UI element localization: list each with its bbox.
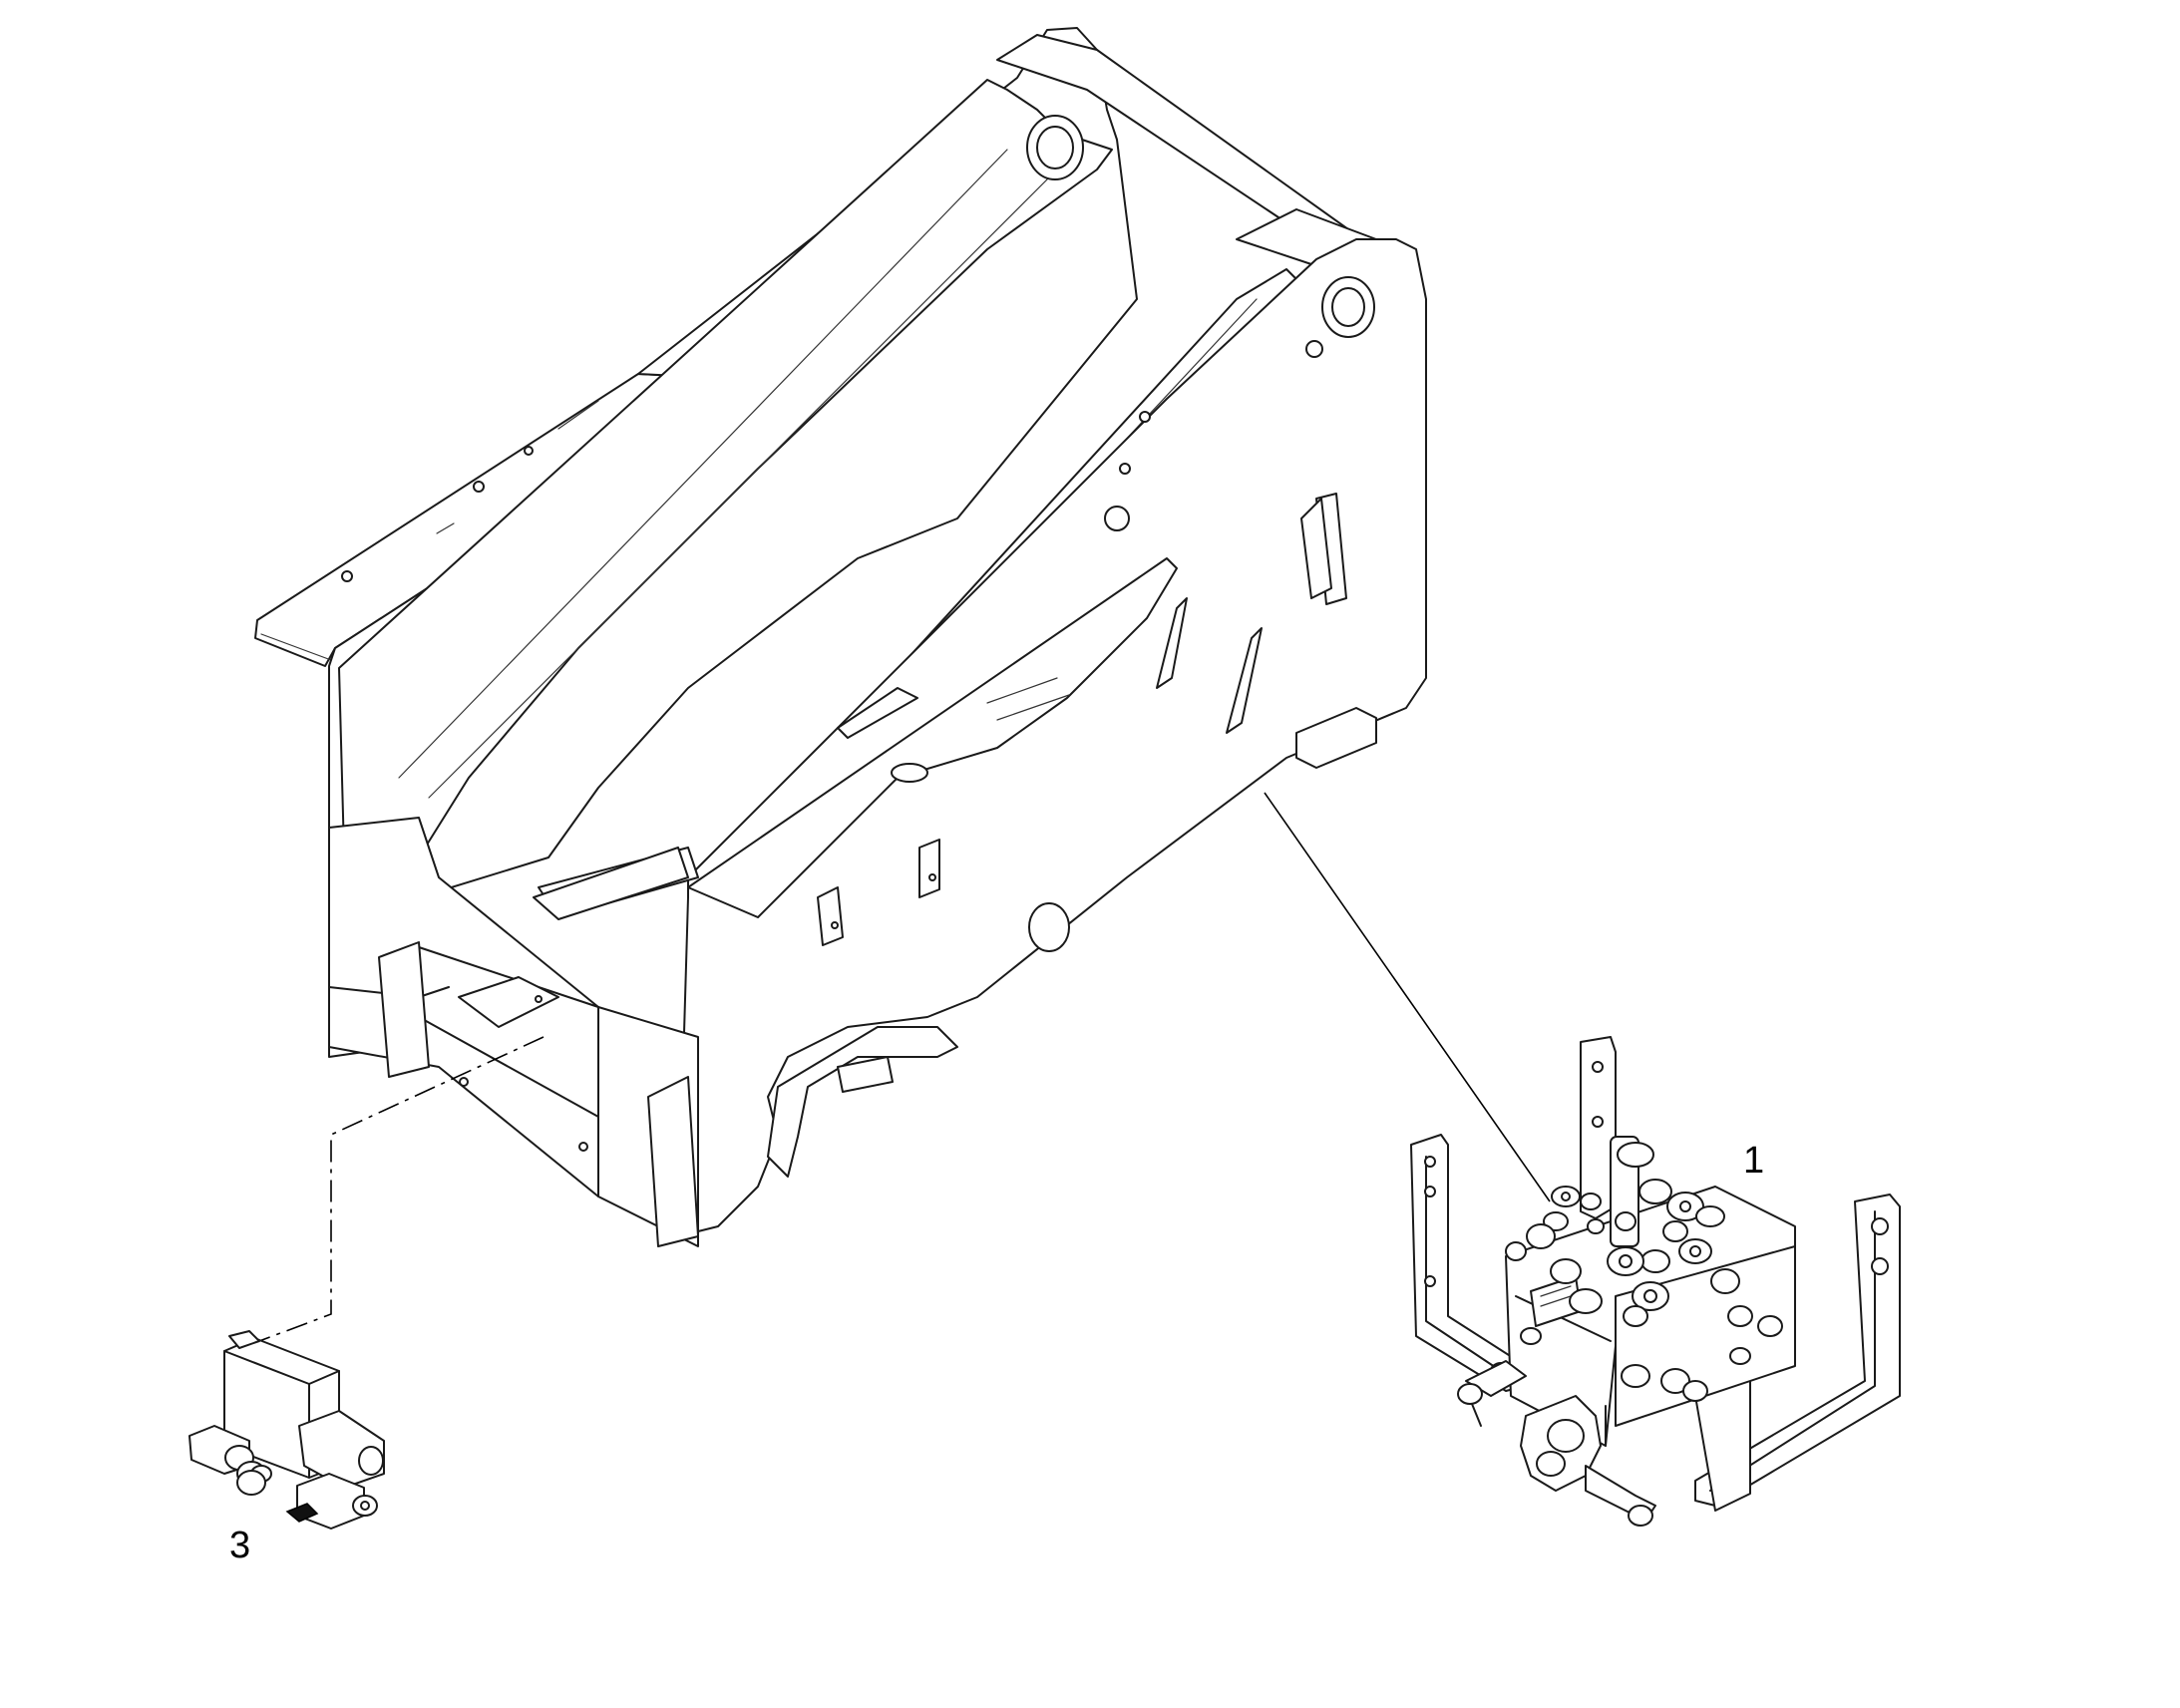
leader-line-1	[1264, 792, 1551, 1202]
valve-block-small[interactable]	[188, 1330, 385, 1530]
callout-1: 1	[1743, 1140, 1764, 1182]
valve-fittings	[1490, 1136, 1783, 1402]
leader-line-3	[250, 1036, 545, 1345]
control-valve-assembly[interactable]	[1410, 1036, 1901, 1527]
callout-3: 3	[229, 1525, 250, 1566]
loader-frame	[254, 27, 1427, 1247]
